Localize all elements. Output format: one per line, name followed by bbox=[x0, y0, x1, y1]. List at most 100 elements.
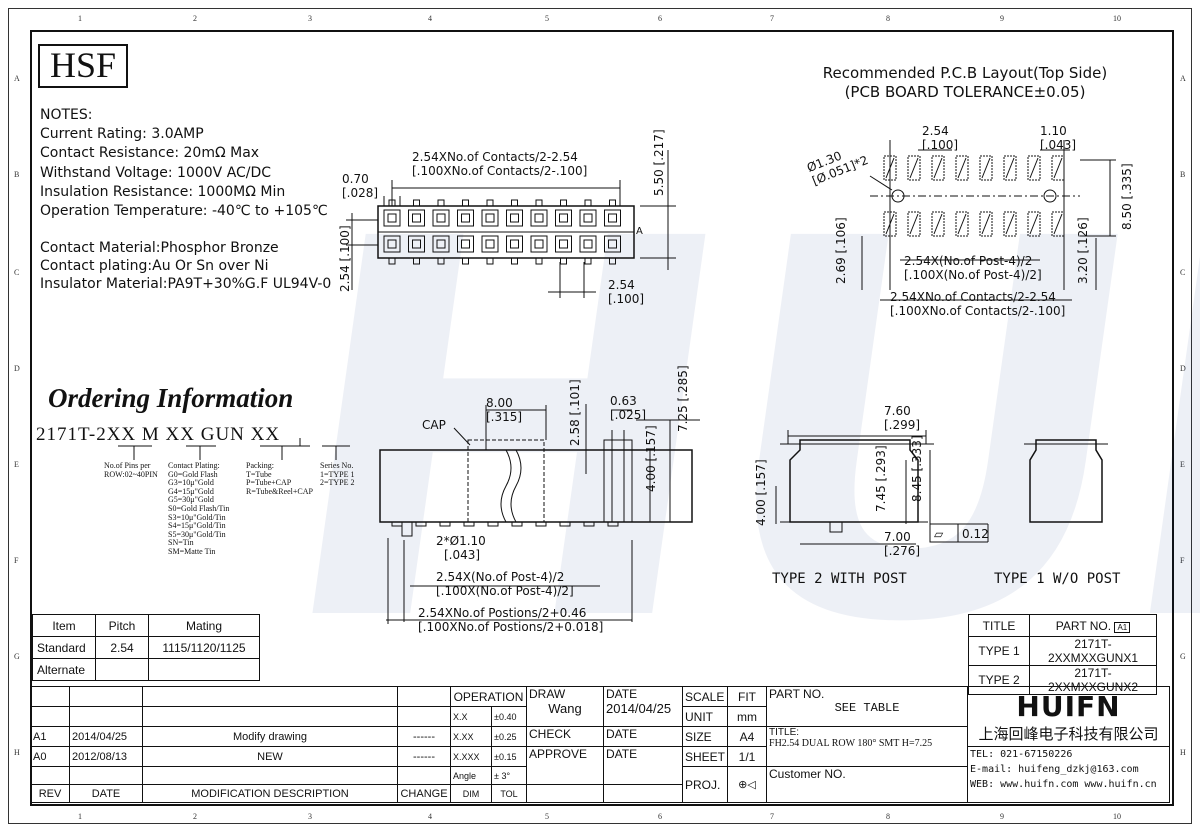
contact-cavity-inner bbox=[534, 213, 544, 223]
plating-option: S4=15μ"Gold/Tin bbox=[168, 521, 226, 531]
pcb-pad bbox=[931, 155, 945, 181]
pcb-pad-hatch bbox=[933, 213, 943, 235]
contact-cavity bbox=[481, 235, 499, 253]
section-marker: A bbox=[636, 226, 643, 237]
contact-leg bbox=[609, 199, 616, 207]
contact-cavity bbox=[604, 209, 621, 227]
zone-col-label: 3 bbox=[308, 14, 312, 23]
pcb-pad-hatch bbox=[1029, 157, 1039, 179]
contact-cavity-inner bbox=[510, 239, 519, 249]
pcb-pad-hatch bbox=[1005, 157, 1015, 179]
pcb-pad-hatch bbox=[1005, 213, 1015, 235]
pcb-pad bbox=[1027, 211, 1041, 237]
notes: NOTES: Current Rating: 3.0AMP Contact Re… bbox=[40, 106, 328, 221]
contact-cavity-inner bbox=[534, 239, 544, 249]
contact-cavity-inner bbox=[387, 239, 397, 249]
hsf-logo: HSF bbox=[38, 44, 128, 88]
zone-col-label: 2 bbox=[193, 812, 197, 821]
plating-option: G4=15μ"Gold bbox=[168, 486, 214, 496]
material-line: Insulator Material:PA9T+30%G.F UL94V-0 bbox=[40, 276, 332, 292]
top-width: 0.70[.028] bbox=[342, 172, 379, 200]
side-pin bbox=[391, 521, 403, 527]
end-h2: 8.45 [.333] bbox=[910, 435, 924, 502]
contact-leg bbox=[486, 199, 494, 207]
contact-leg bbox=[437, 199, 445, 207]
pcb-pad-offset: 2.69 [.106] bbox=[834, 217, 848, 284]
side-pin bbox=[511, 521, 523, 527]
top-height: 5.50 [.217] bbox=[652, 129, 666, 196]
pcb-pad-width: 1.10[.043] bbox=[1040, 124, 1077, 152]
side-pin bbox=[583, 521, 595, 527]
top-pitch: 2.54[.100] bbox=[608, 278, 645, 306]
zone-col-label: 3 bbox=[308, 812, 312, 821]
side-view-connector bbox=[379, 430, 693, 537]
side-pin bbox=[559, 521, 571, 527]
huifn-logo: HUIFN bbox=[1016, 689, 1121, 723]
contact-leg bbox=[388, 257, 396, 265]
side-thick: 0.63[.025] bbox=[610, 394, 647, 422]
pcb-pad bbox=[1003, 211, 1017, 237]
zone-col-label: 1 bbox=[78, 812, 82, 821]
contact-cavity bbox=[457, 235, 474, 253]
contact-cavity-inner bbox=[559, 239, 568, 249]
zone-row-label: F bbox=[1180, 556, 1185, 565]
material-line: Contact plating:Au Or Sn over Ni bbox=[40, 258, 269, 274]
contact-leg bbox=[560, 257, 567, 265]
contact-leg bbox=[584, 199, 592, 207]
pcb-pad bbox=[979, 155, 993, 181]
pcb-title-line1: Recommended P.C.B Layout(Top Side) bbox=[822, 64, 1108, 82]
contact-cavity-inner bbox=[436, 239, 446, 249]
contact-cavity bbox=[530, 209, 548, 227]
contact-cavity-inner bbox=[387, 213, 397, 223]
side-h2: 4.00 [.157] bbox=[644, 425, 658, 492]
side-pin bbox=[487, 521, 499, 527]
plating-option: G3=10μ"Gold bbox=[168, 478, 214, 488]
pcb-pad-hatch bbox=[981, 157, 991, 179]
pcb-pad bbox=[907, 211, 921, 237]
side-pin bbox=[535, 521, 547, 527]
rev-triangle-icon: A1 bbox=[1114, 621, 1131, 633]
pcb-row: 8.50 [.335] bbox=[1120, 163, 1134, 230]
contact-cavity bbox=[481, 209, 499, 227]
pcb-pad bbox=[1003, 155, 1017, 181]
flatness-symbol-icon: ▱ bbox=[934, 527, 944, 541]
pcb-pad-hatch bbox=[909, 213, 919, 235]
pcb-pad bbox=[907, 155, 921, 181]
end-width: 7.60[.299] bbox=[884, 404, 921, 432]
contact-cavity bbox=[432, 235, 450, 253]
contact-leg bbox=[511, 199, 518, 207]
zone-row-label: D bbox=[14, 364, 20, 373]
zone-col-label: 6 bbox=[658, 14, 662, 23]
contact-leg bbox=[413, 199, 420, 207]
zone-row-label: G bbox=[14, 652, 20, 661]
contact-cavity-inner bbox=[583, 239, 593, 249]
outer-frame bbox=[8, 8, 1192, 824]
contact-cavity-inner bbox=[559, 213, 568, 223]
contact-leg bbox=[560, 199, 567, 207]
plating-option: SN=Tin bbox=[168, 538, 194, 548]
zone-row-label: E bbox=[14, 460, 19, 469]
contact-leg bbox=[535, 199, 543, 207]
contact-leg bbox=[462, 199, 469, 207]
zone-col-label: 7 bbox=[770, 812, 774, 821]
top-view-connector bbox=[377, 199, 635, 265]
contact-leg bbox=[511, 257, 518, 265]
contact-cavity bbox=[579, 235, 597, 253]
zone-row-label: D bbox=[1180, 364, 1186, 373]
contact-cavity bbox=[555, 235, 572, 253]
zone-row-label: A bbox=[1180, 74, 1186, 83]
pcb-pad-hatch bbox=[981, 213, 991, 235]
side-pin bbox=[463, 521, 475, 527]
zone-col-label: 8 bbox=[886, 812, 890, 821]
top-span: 2.54XNo.of Contacts/2-2.54[.100XNo.of Co… bbox=[412, 150, 588, 178]
zone-col-label: 1 bbox=[78, 14, 82, 23]
zone-col-label: 2 bbox=[193, 14, 197, 23]
materials: Contact Material:Phosphor Bronze Contact… bbox=[40, 239, 331, 293]
contact-cavity bbox=[457, 209, 474, 227]
pcb-title-line2: (PCB BOARD TOLERANCE±0.05) bbox=[844, 83, 1086, 101]
note-line: Insulation Resistance: 1000MΩ Min bbox=[40, 183, 286, 200]
zone-row-label: G bbox=[1180, 652, 1186, 661]
